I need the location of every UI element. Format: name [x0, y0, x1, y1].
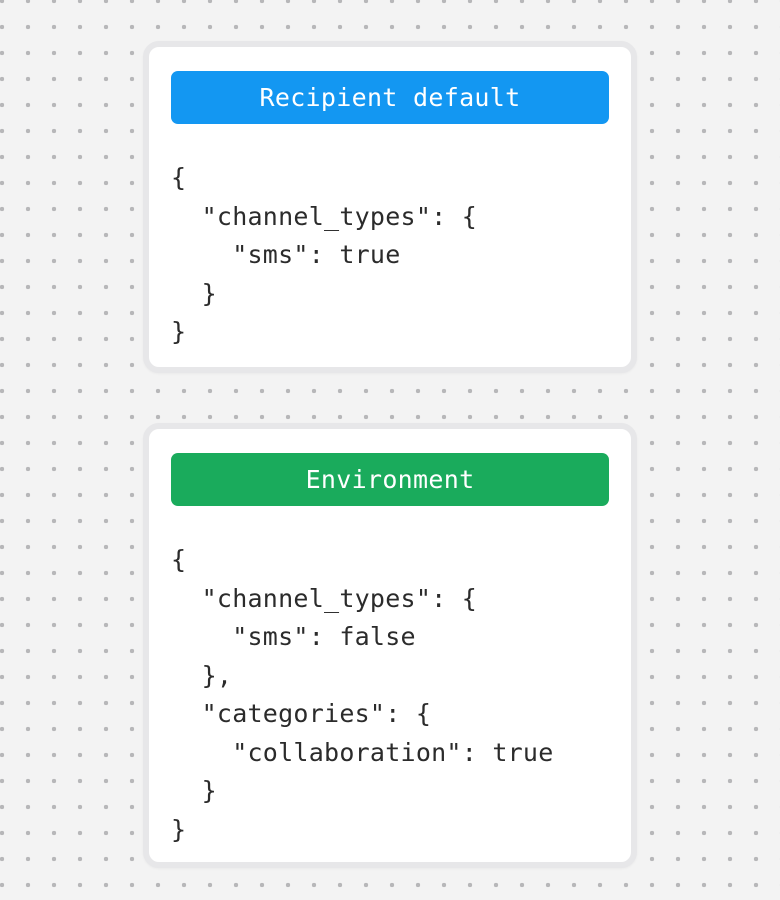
recipient-default-json-code: { "channel_types": { "sms": true } } [171, 163, 478, 346]
environment-json-code: { "channel_types": { "sms": false }, "ca… [171, 545, 554, 844]
recipient-default-label-badge: Recipient default [171, 71, 609, 124]
card-environment: Environment { "channel_types": { "sms": … [143, 423, 637, 868]
environment-label-badge: Environment [171, 453, 609, 506]
card-recipient-default: Recipient default { "channel_types": { "… [143, 41, 637, 373]
